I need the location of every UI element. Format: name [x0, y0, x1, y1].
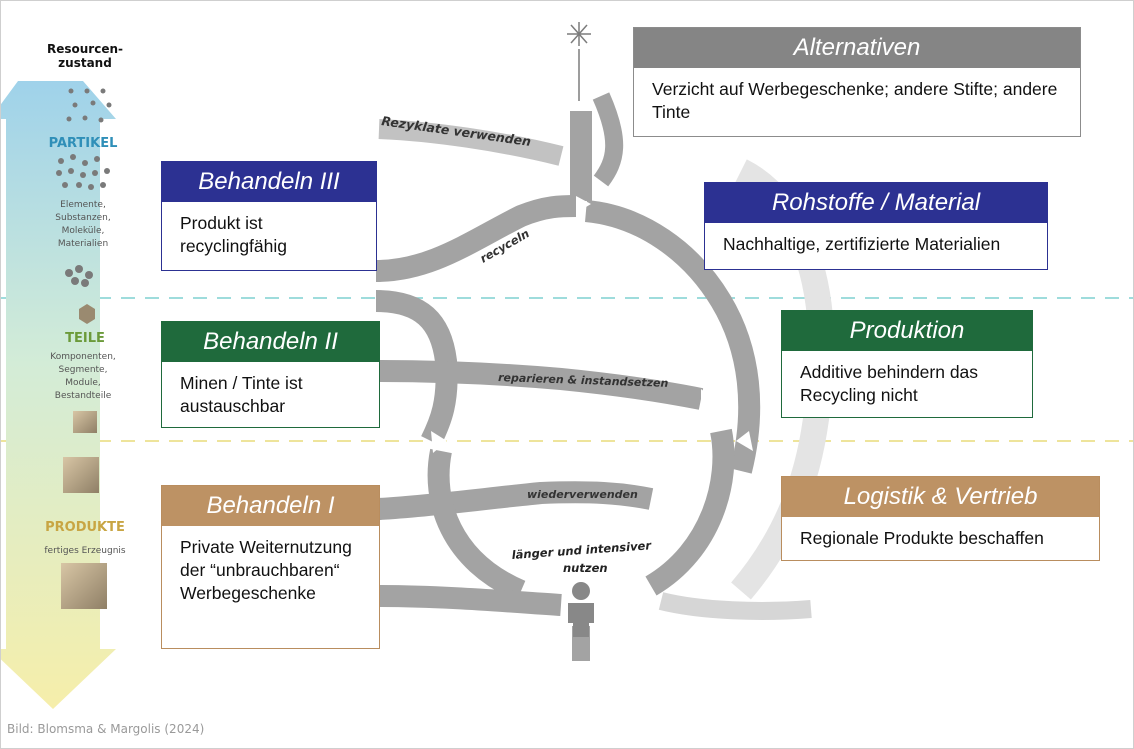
- product-cube-large: [61, 563, 107, 609]
- teile-desc-2: Segmente,: [59, 365, 108, 375]
- box-logistik-title: Logistik & Vertrieb: [782, 477, 1099, 517]
- box-alternativen-title: Alternativen: [634, 28, 1080, 68]
- product-cube-medium: [63, 457, 99, 493]
- teile-desc-4: Bestandteile: [55, 391, 112, 401]
- teile-desc-3: Module,: [65, 378, 101, 388]
- label-reparieren: reparieren & instandsetzen: [498, 371, 669, 390]
- part-icon: [79, 304, 95, 324]
- box-behandeln2-title: Behandeln II: [162, 322, 379, 362]
- box-rohstoffe-text: Nachhaltige, zertifizierte Materialien: [723, 234, 1001, 254]
- box-produktion-text: Additive behindern das Recycling nicht: [800, 362, 979, 405]
- box-behandeln3-text: Produkt ist recyclingfähig: [180, 213, 287, 256]
- partikel-desc-2: Substanzen,: [55, 213, 110, 223]
- box-alternativen-text: Verzicht auf Werbegeschenke; andere Stif…: [652, 79, 1058, 122]
- partikel-desc-3: Moleküle,: [62, 226, 105, 236]
- box-behandeln3-title: Behandeln III: [162, 162, 376, 202]
- box-produktion-title: Produktion: [782, 311, 1032, 351]
- resource-state-arrow: [1, 81, 116, 709]
- box-behandeln1-title: Behandeln I: [162, 486, 379, 526]
- label-wiederverwenden: wiederverwenden: [527, 488, 638, 501]
- box-behandeln3: Behandeln III Produkt ist recyclingfähig: [161, 161, 377, 271]
- box-alternativen: Alternativen Verzicht auf Werbegeschenke…: [633, 27, 1081, 137]
- image-credit: Bild: Blomsma & Margolis (2024): [7, 722, 205, 736]
- teile-desc-1: Komponenten,: [50, 352, 116, 362]
- box-behandeln2-text: Minen / Tinte ist austauschbar: [180, 373, 303, 416]
- component-cube: [73, 411, 97, 433]
- label-nutzen: nutzen: [563, 561, 608, 575]
- label-teile: TEILE: [65, 331, 105, 346]
- box-produktion: Produktion Additive behindern das Recycl…: [781, 310, 1033, 418]
- resource-flower-icon: [567, 22, 591, 101]
- box-rohstoffe: Rohstoffe / Material Nachhaltige, zertif…: [704, 182, 1048, 270]
- scale-title-2: zustand: [58, 56, 112, 70]
- box-behandeln1-text: Private Weiternutzung der “unbrauchbaren…: [180, 537, 352, 603]
- box-behandeln2: Behandeln II Minen / Tinte ist austausch…: [161, 321, 380, 428]
- box-rohstoffe-title: Rohstoffe / Material: [705, 183, 1047, 223]
- partikel-desc-4: Materialien: [58, 239, 108, 249]
- produkte-desc: fertiges Erzeugnis: [44, 546, 126, 556]
- label-partikel: PARTIKEL: [49, 136, 118, 151]
- loop-gaps: [431, 196, 753, 453]
- label-produkte: PRODUKTE: [45, 520, 125, 535]
- scale-title-1: Resourcen-: [47, 42, 123, 56]
- box-behandeln1: Behandeln I Private Weiternutzung der “u…: [161, 485, 380, 649]
- particle-dots: [56, 88, 112, 287]
- box-logistik-text: Regionale Produkte beschaffen: [800, 528, 1044, 548]
- partikel-desc-1: Elemente,: [60, 200, 106, 210]
- user-person-icon: [568, 582, 594, 637]
- box-logistik: Logistik & Vertrieb Regionale Produkte b…: [781, 476, 1100, 561]
- label-laenger: länger und intensiver: [511, 538, 653, 562]
